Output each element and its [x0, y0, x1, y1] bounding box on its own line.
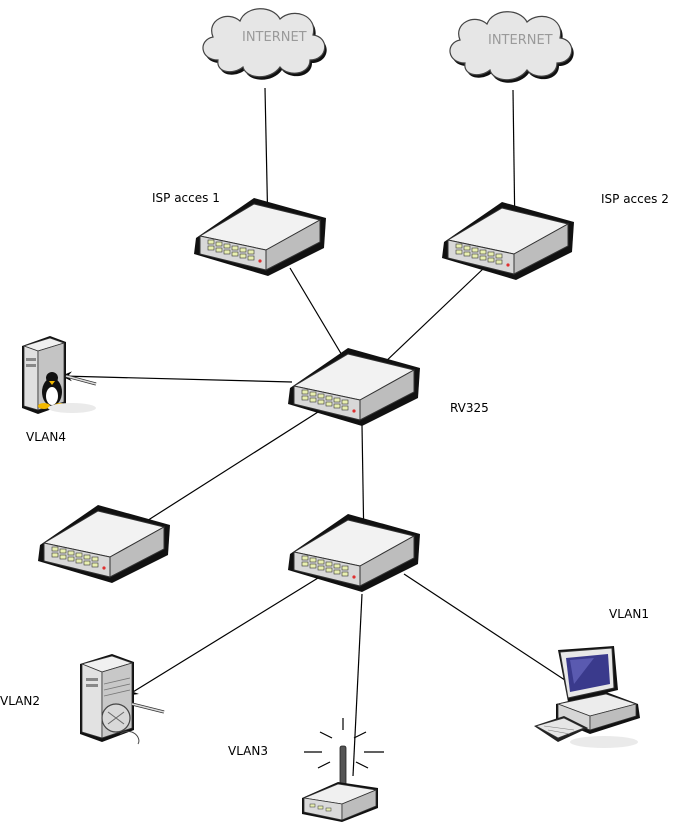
- link-switch-vlan2: [127, 577, 319, 696]
- connections: [61, 87, 581, 777]
- internet-cloud-2: INTERNET: [449, 11, 575, 84]
- switch-isp2: [441, 201, 575, 281]
- link-switch-vlan1: [403, 573, 581, 691]
- label-vlan2: VLAN2: [0, 694, 40, 708]
- wireless-access-point-icon: [302, 718, 384, 822]
- switch-isp1: [193, 197, 327, 277]
- label-rv325: RV325: [450, 401, 489, 415]
- internet-cloud-1: INTERNET: [202, 8, 328, 81]
- switch-rv325: [287, 347, 421, 427]
- link-switch-vlan3: [352, 593, 363, 777]
- linux-server-icon: [22, 336, 97, 414]
- switch-left: [37, 504, 171, 584]
- label-isp-access-2: ISP acces 2: [601, 192, 669, 206]
- label-vlan4: VLAN4: [26, 430, 66, 444]
- windows-server-icon: [80, 654, 165, 745]
- link-rv325-switch-left: [119, 411, 319, 539]
- workstation-icon: [534, 646, 640, 748]
- switch-center: [287, 513, 421, 593]
- label-isp-access-1: ISP acces 1: [152, 191, 220, 205]
- label-vlan3: VLAN3: [228, 744, 268, 758]
- cloud-text-1: INTERNET: [242, 30, 307, 45]
- label-vlan1: VLAN1: [609, 607, 649, 621]
- link-rv325-vlan4: [61, 371, 293, 383]
- cloud-text-2: INTERNET: [488, 33, 553, 48]
